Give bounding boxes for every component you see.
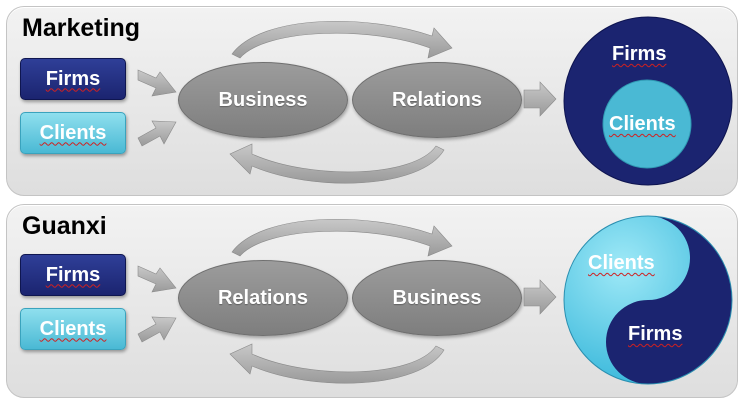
stage-label: Relations xyxy=(217,286,309,309)
panel-title-marketing: Marketing xyxy=(22,14,141,42)
stage-label: Business xyxy=(218,88,308,111)
input-clients-tag: Clients xyxy=(20,308,126,350)
arrow-right-icon xyxy=(137,69,177,97)
result-firms-label: Firms xyxy=(612,43,667,65)
stage-oval-relations: Relations xyxy=(178,260,348,336)
stage-oval-business: Business xyxy=(178,62,348,138)
cycle-arrow-icon xyxy=(229,143,445,184)
input-clients-label: Clients xyxy=(39,317,107,340)
yin-yang-circle xyxy=(563,215,733,385)
cycle-arrow-icon xyxy=(231,219,453,257)
stage-label: Relations xyxy=(391,88,483,111)
input-firms-label: Firms xyxy=(45,67,101,90)
stage-oval-business: Business xyxy=(352,260,522,336)
cycle-arrow-icon xyxy=(229,343,445,384)
input-clients-tag: Clients xyxy=(20,112,126,154)
input-firms-tag: Firms xyxy=(20,58,126,100)
panel-title-guanxi: Guanxi xyxy=(22,212,107,240)
arrow-right-icon xyxy=(523,81,557,117)
stage-label: Business xyxy=(392,286,482,309)
result-clients-label: Clients xyxy=(588,252,655,274)
cycle-arrow-icon xyxy=(231,21,453,59)
input-clients-label: Clients xyxy=(39,121,107,144)
input-firms-label: Firms xyxy=(45,263,101,286)
clients-circle xyxy=(602,79,692,169)
stage-oval-relations: Relations xyxy=(352,62,522,138)
arrow-right-icon xyxy=(137,316,177,343)
arrow-right-icon xyxy=(523,279,557,315)
arrow-right-icon xyxy=(137,120,177,147)
result-firms-label: Firms xyxy=(628,323,683,345)
input-firms-tag: Firms xyxy=(20,254,126,296)
result-clients-label: Clients xyxy=(609,113,676,135)
arrow-right-icon xyxy=(137,265,177,293)
